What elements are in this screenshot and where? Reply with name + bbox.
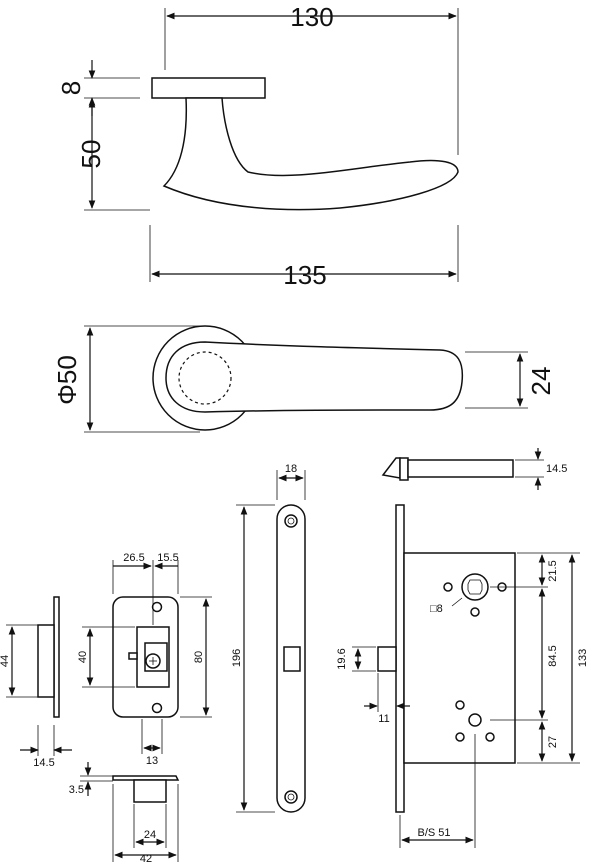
latch-opening <box>283 646 301 672</box>
faceplate-view: 18 196 <box>231 463 306 813</box>
case-hole <box>455 700 465 710</box>
lock-case <box>403 552 516 764</box>
spindle-square-icon <box>467 579 483 595</box>
dim-strike-opening: 40 <box>77 651 89 663</box>
case-hole <box>485 732 495 742</box>
screw-hole <box>151 702 163 714</box>
dim-rose-diameter: Φ50 <box>52 355 82 405</box>
dim-height: 50 <box>76 140 106 169</box>
dim-strike-thickness: 3.5 <box>69 784 84 796</box>
lever-handle-profile <box>162 97 459 211</box>
lock-faceplate-edge <box>395 504 405 813</box>
dim-hub-center: 84.5 <box>547 645 559 666</box>
lever-side-view: 130 135 8 50 <box>56 2 459 290</box>
dim-faceplate-length: 196 <box>231 649 243 667</box>
dim-spindle-square: □8 <box>430 603 443 615</box>
case-hole <box>470 607 480 617</box>
dim-case-total: 133 <box>577 649 589 667</box>
lock-body-view: □8 19.6 11 21.5 84.5 27 133 B/S 51 <box>336 504 589 848</box>
spindle-hub <box>461 573 489 601</box>
dim-latch-height: 19.6 <box>336 648 348 669</box>
latch-tip <box>381 457 401 479</box>
thumbturn-hole <box>468 713 482 727</box>
screw-inner <box>287 517 295 525</box>
strike-tab <box>128 652 138 660</box>
strike-box-side <box>37 624 55 698</box>
dim-latch-projection: 11 <box>378 713 389 725</box>
dim-bottom-offset: 27 <box>547 736 559 748</box>
latch-top-view: 14.5 <box>381 448 567 490</box>
latch-body <box>407 459 514 478</box>
faceplate-screw-top <box>284 514 298 528</box>
lever-rose-plate <box>151 77 266 99</box>
dim-faceplate-width: 18 <box>285 463 297 475</box>
case-hole <box>455 732 465 742</box>
dim-strike-offset-right: 15.5 <box>157 552 178 564</box>
dim-strike-bottom: 13 <box>146 755 158 767</box>
dim-top-offset: 21.5 <box>547 560 559 581</box>
dim-strike-box-width: 24 <box>144 829 156 841</box>
lever-top-view: Φ50 24 <box>52 325 556 433</box>
strike-side-view: 44 14.5 <box>0 596 72 769</box>
leader-line <box>451 597 463 607</box>
spindle-hidden-circle <box>178 351 232 405</box>
faceplate-screw-bottom <box>284 790 298 804</box>
dim-strike-total-width: 42 <box>140 853 152 864</box>
lever-grip-outline <box>165 341 464 413</box>
screw-hole <box>151 601 163 613</box>
dim-strike-depth: 14.5 <box>33 757 54 769</box>
strike-plate-top <box>112 775 180 781</box>
dim-thickness: 8 <box>56 81 86 95</box>
latch-face <box>399 457 409 481</box>
dim-backset: B/S 51 <box>417 827 450 839</box>
dim-strike-offset-left: 26.5 <box>123 552 144 564</box>
strike-front-view: 26.5 15.5 40 80 13 <box>77 552 212 767</box>
dim-strike-height: 44 <box>0 655 11 667</box>
dim-width-top: 130 <box>290 2 333 32</box>
dim-grip-width: 24 <box>526 367 556 396</box>
screw-inner <box>287 793 295 801</box>
dim-width-bottom: 135 <box>283 260 326 290</box>
strike-plan-view: 3.5 24 42 <box>69 762 180 864</box>
dim-strike-height-front: 80 <box>193 651 205 663</box>
case-hole <box>443 582 453 592</box>
latch-bolt <box>377 646 397 672</box>
dim-latch-depth: 14.5 <box>546 463 567 475</box>
strike-box-plan <box>133 779 167 803</box>
